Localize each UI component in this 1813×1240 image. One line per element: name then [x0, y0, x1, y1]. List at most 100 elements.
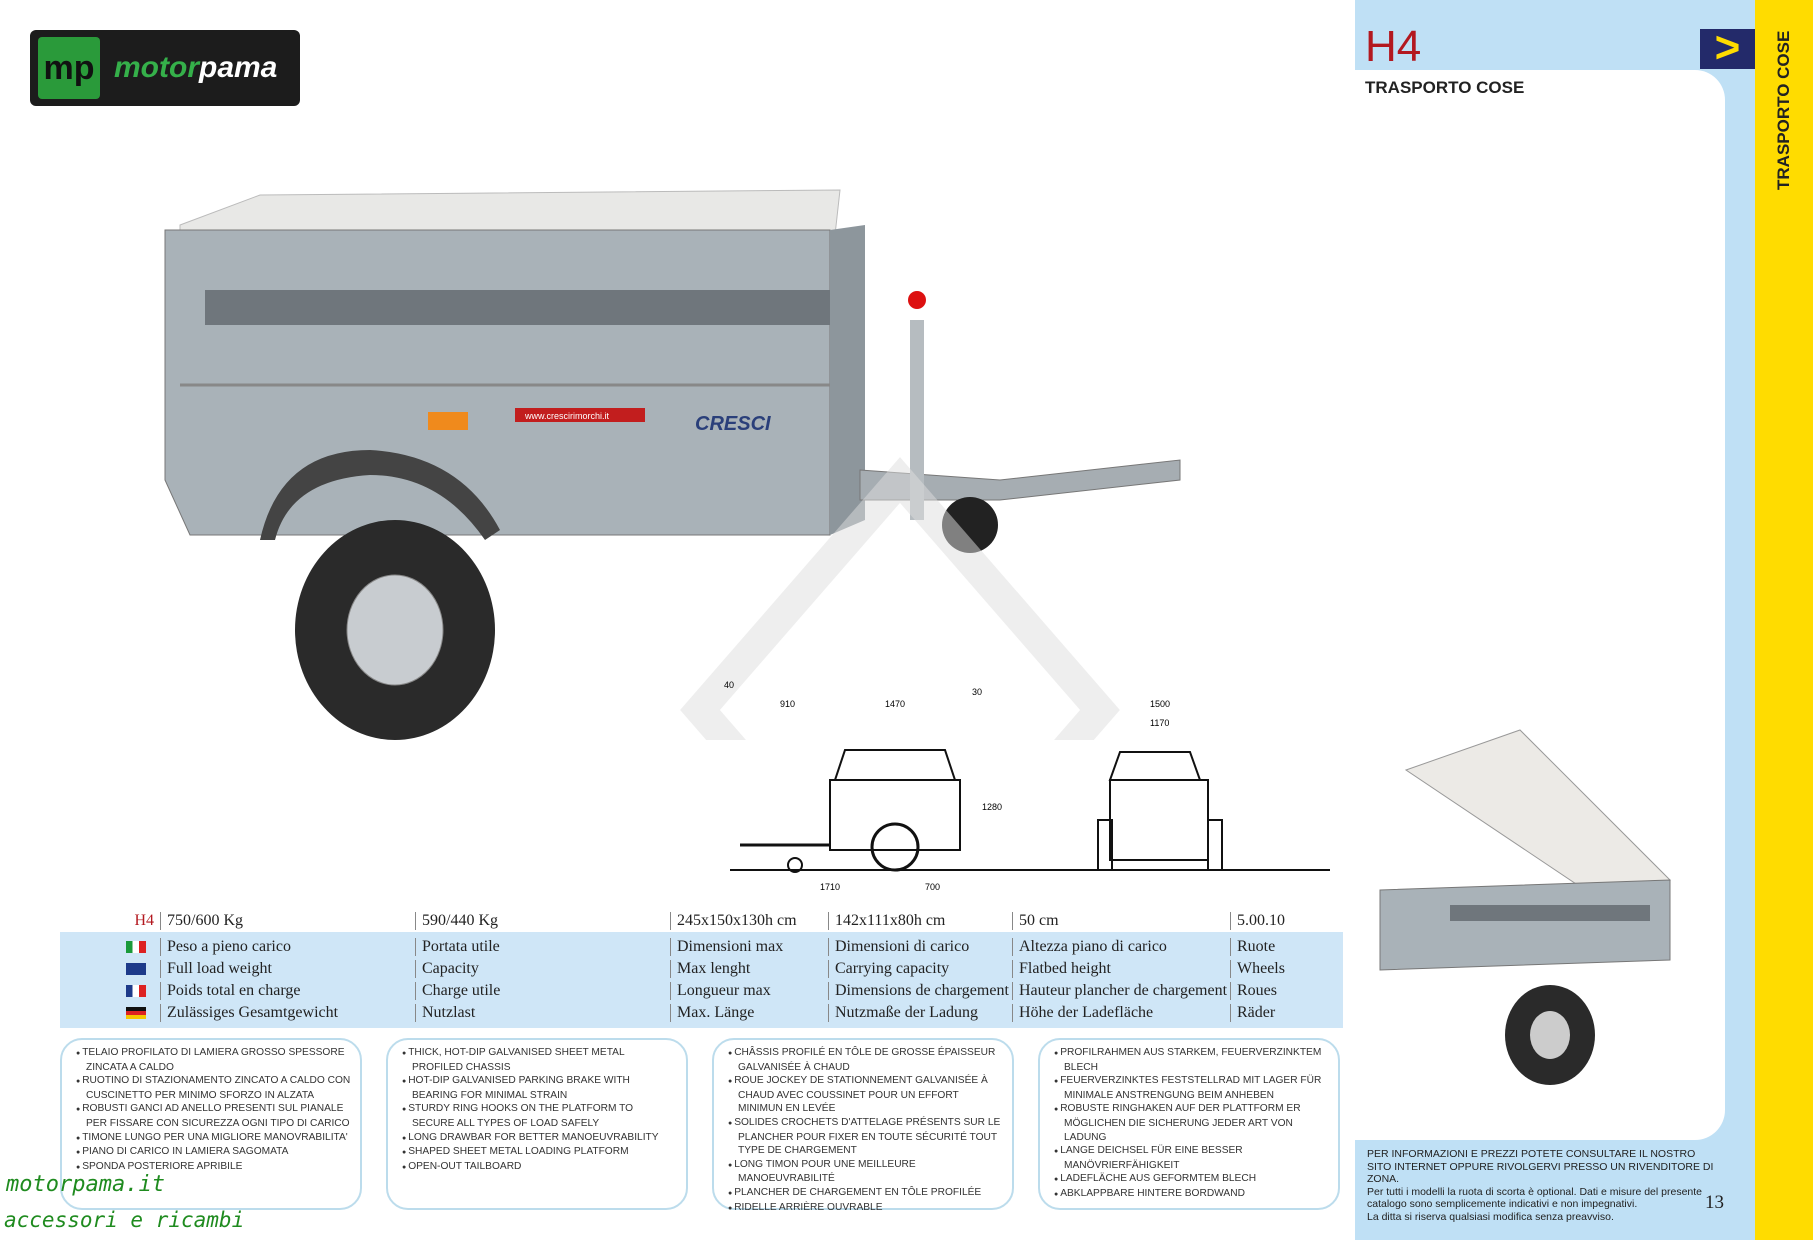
spec-label: Flatbed height — [1012, 960, 1230, 978]
flag-en-icon — [126, 963, 146, 976]
feature-item: CHÂSSIS PROFILÉ EN TÔLE DE GROSSE ÉPAISS… — [726, 1046, 1004, 1074]
feature-item: RIDELLE ARRIÈRE OUVRABLE — [726, 1201, 1004, 1216]
website-plate — [515, 408, 645, 422]
feature-item: TELAIO PROFILATO DI LAMIERA GROSSO SPESS… — [74, 1046, 352, 1074]
feature-item: ABKLAPPBARE HINTERE BORDWAND — [1052, 1187, 1330, 1202]
jockey-post — [910, 320, 924, 520]
spec-label: Räder — [1230, 1004, 1343, 1022]
info-line: Per tutti i modelli la ruota di scorta è… — [1367, 1185, 1703, 1211]
chevron-right-icon: > — [1700, 26, 1755, 70]
spec-label: Höhe der Ladefläche — [1012, 1004, 1230, 1022]
jockey-handle — [908, 291, 926, 309]
spec-label: Capacity — [415, 960, 670, 978]
motorpama-logo: mp motorpama — [30, 30, 300, 106]
small-body — [1379, 879, 1671, 971]
logo-text: motor — [114, 51, 199, 84]
spec-table: H4 750/600 Kg 590/440 Kg 245x150x130h cm… — [60, 910, 1343, 1028]
flag-it-icon — [126, 941, 146, 954]
side-tab-label: TRASPORTO COSE — [1774, 30, 1793, 190]
spec-label: Poids total en charge — [160, 982, 415, 1000]
info-line: PER INFORMAZIONI E PREZZI POTETE CONSULT… — [1367, 1148, 1714, 1185]
logo-text: pama — [199, 51, 278, 84]
spec-value: 750/600 Kg — [160, 912, 415, 930]
feature-item: LONG DRAWBAR FOR BETTER MANOEUVRABILITY — [400, 1131, 678, 1146]
feature-item: FEUERVERZINKTES FESTSTELLRAD MIT LAGER F… — [1052, 1074, 1330, 1102]
open-lid — [1404, 729, 1671, 901]
spec-label: Dimensions de chargement — [828, 982, 1012, 1000]
watermark-tagline: accessori e ricambi — [4, 1208, 245, 1232]
dim-label: 40 — [724, 680, 734, 690]
dim-label: 1710 — [820, 882, 840, 892]
flag-fr-icon — [126, 985, 146, 998]
spec-label: Dimensioni di carico — [828, 938, 1012, 956]
feature-item: SHAPED SHEET METAL LOADING PLATFORM — [400, 1145, 678, 1160]
spec-value: 50 cm — [1012, 912, 1230, 930]
info-line: La ditta si riserva qualsiasi modifica s… — [1367, 1210, 1614, 1223]
feature-item: LONG TIMON POUR UNE MEILLEURE MANOEUVRAB… — [726, 1158, 1004, 1186]
features-it: TELAIO PROFILATO DI LAMIERA GROSSO SPESS… — [60, 1038, 362, 1210]
spec-label: Max lenght — [670, 960, 828, 978]
dim-label: 1170 — [1150, 718, 1169, 728]
feature-item: ROBUSTI GANCI AD ANELLO PRESENTI SUL PIA… — [74, 1102, 352, 1130]
dim-label: 700 — [925, 882, 940, 892]
technical-drawing: 40 910 1470 30 1280 1710 700 1500 1170 — [724, 680, 1330, 892]
plate-text: www.crescirimorchi.it — [524, 411, 610, 421]
spec-label: Nutzlast — [415, 1004, 670, 1022]
features-de: PROFILRAHMEN AUS STARKEM, FEUERVERZINKTE… — [1038, 1038, 1340, 1210]
spec-label: Altezza piano di carico — [1012, 938, 1230, 956]
flag-de-icon — [126, 1007, 146, 1020]
feature-item: PIANO DI CARICO IN LAMIERA SAGOMATA — [74, 1145, 352, 1160]
brand-logo: CRESCI — [695, 413, 771, 435]
spec-label: Peso a pieno carico — [160, 938, 415, 956]
feature-item: THICK, HOT-DIP GALVANISED SHEET METAL PR… — [400, 1046, 678, 1074]
dim-label: 1280 — [982, 802, 1002, 812]
watermark-site: motorpama.it — [6, 1172, 165, 1197]
spec-label: Carrying capacity — [828, 960, 1012, 978]
side-strip — [205, 290, 830, 325]
spec-value: 245x150x130h cm — [670, 912, 828, 930]
side-tab — [1755, 0, 1813, 1240]
feature-item: HOT-DIP GALVANISED PARKING BRAKE WITH BE… — [400, 1074, 678, 1102]
trailer-open-photo — [1379, 729, 1671, 1085]
feature-item: ROUE JOCKEY DE STATIONNEMENT GALVANISÉE … — [726, 1074, 1004, 1116]
watermark-diamond — [680, 457, 1120, 740]
info-note: PER INFORMAZIONI E PREZZI POTETE CONSULT… — [1367, 1148, 1717, 1223]
spec-model: H4 — [134, 912, 154, 929]
features-en: THICK, HOT-DIP GALVANISED SHEET METAL PR… — [386, 1038, 688, 1210]
spec-label: Charge utile — [415, 982, 670, 1000]
feature-item: STURDY RING HOOKS ON THE PLATFORM TO SEC… — [400, 1102, 678, 1130]
dim-label: 1470 — [885, 699, 905, 709]
spec-label: Wheels — [1230, 960, 1343, 978]
spec-value: 5.00.10 — [1230, 912, 1343, 930]
features-fr: CHÂSSIS PROFILÉ EN TÔLE DE GROSSE ÉPAISS… — [712, 1038, 1014, 1213]
feature-item: SOLIDES CROCHETS D'ATTELAGE PRÉSENTS SUR… — [726, 1116, 1004, 1158]
drawbar — [859, 459, 1181, 501]
feature-item: OPEN-OUT TAILBOARD — [400, 1160, 678, 1175]
spec-value: 142x111x80h cm — [828, 912, 1012, 930]
feature-item: PROFILRAHMEN AUS STARKEM, FEUERVERZINKTE… — [1052, 1046, 1330, 1074]
logo-mark-icon: mp — [38, 37, 100, 99]
spec-label: Hauteur plancher de chargement — [1012, 982, 1230, 1000]
spec-label: Longueur max — [670, 982, 828, 1000]
spec-label: Roues — [1230, 982, 1343, 1000]
dim-label: 910 — [780, 699, 795, 709]
trailer-body — [164, 229, 831, 536]
feature-item: LANGE DEICHSEL FÜR EINE BESSER MANÖVRIER… — [1052, 1144, 1330, 1172]
spec-label: Full load weight — [160, 960, 415, 978]
trailer-photo: www.crescirimorchi.it CRESCI — [164, 189, 1181, 740]
spec-label: Ruote — [1230, 938, 1343, 956]
dim-label: 30 — [972, 687, 982, 697]
spec-label: Dimensioni max — [670, 938, 828, 956]
reflector — [428, 412, 468, 430]
feature-item: SPONDA POSTERIORE APRIBILE — [74, 1160, 352, 1175]
spec-value: 590/440 Kg — [415, 912, 670, 930]
wheel-rim — [346, 574, 444, 686]
model-title: H4 — [1365, 22, 1422, 71]
spec-label: Max. Länge — [670, 1004, 828, 1022]
feature-item: LADEFLÄCHE AUS GEFORMTEM BLECH — [1052, 1172, 1330, 1187]
